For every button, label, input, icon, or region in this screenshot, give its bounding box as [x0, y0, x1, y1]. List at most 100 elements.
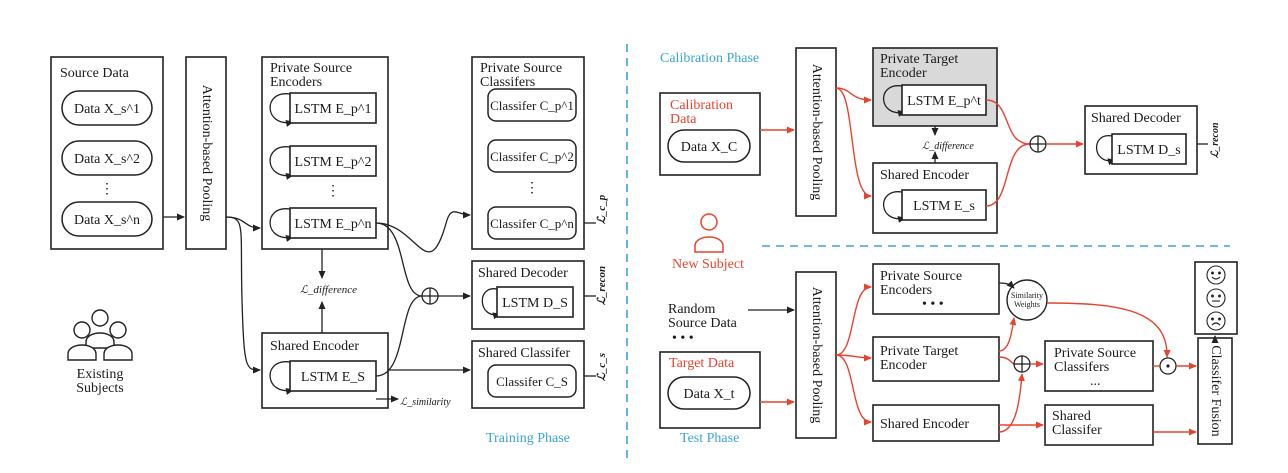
existing-subjects-label-2: Subjects — [76, 381, 123, 396]
random-source-line-2: Source Data — [668, 316, 738, 331]
lstm-es-label-top: LSTM E_s — [913, 199, 975, 214]
loss-cs-left: ℒ_c_s — [596, 353, 608, 381]
classifier-fusion-label: Classifer Fusion — [1208, 345, 1223, 436]
lstm-epn-cell: LSTM E_p^n — [269, 207, 377, 242]
private-classifiers-dots: ⋮ — [525, 181, 539, 196]
calibration-pooling-label: Attention-based Pooling — [809, 64, 824, 201]
loss-difference-top: ℒ_difference — [922, 141, 974, 152]
lstm-epn-label: LSTM E_p^n — [295, 217, 372, 232]
left-pooling-label: Attention-based Pooling — [199, 85, 214, 222]
calibration-pooling-box: Attention-based Pooling — [795, 47, 837, 217]
shared-clf-line-1: Shared — [1052, 409, 1091, 424]
lstm-ept-label: LSTM E_p^t — [907, 94, 981, 109]
shared-clf-line-2: Classifer — [1052, 423, 1102, 438]
source-data-item-n: Data X_s^n — [74, 213, 140, 228]
emotion-faces-box — [1194, 261, 1238, 335]
lstm-ds-label-left: LSTM D_S — [502, 296, 568, 311]
loss-similarity-left: ℒ_similarity — [400, 397, 451, 408]
target-data-box: Target Data Data X_t — [659, 351, 761, 429]
classifier-cs-label: Classifer C_S — [496, 374, 568, 389]
shared-encoder-box-top: Shared Encoder LSTM E_s — [872, 162, 998, 234]
lstm-ep2-label: LSTM E_p^2 — [295, 155, 372, 170]
lstm-ds-label-top: LSTM D_s — [1117, 143, 1180, 158]
calibration-phase-label: Calibration Phase — [660, 51, 759, 66]
loss-recon-top: ℒ_recon — [1210, 122, 1221, 158]
new-subject-label: New Subject — [672, 257, 744, 272]
shared-encoder-title-left: Shared Encoder — [270, 339, 359, 354]
classifier-cpn-label: Classifer C_p^n — [490, 216, 574, 231]
pt-enc-line-1: Private Target — [880, 344, 958, 359]
shared-encoder-title-top: Shared Encoder — [880, 168, 969, 183]
loss-cp-left: ℒ_c_p — [596, 194, 608, 224]
test-phase-label: Test Phase — [680, 431, 739, 446]
loss-difference-left: ℒ_difference — [300, 284, 357, 296]
lstm-ep1-label: LSTM E_p^1 — [295, 102, 372, 117]
ps-clf-line-2: Classifers — [1054, 360, 1109, 375]
private-target-title-2: Encoder — [880, 66, 927, 81]
classifier-cp2-label: Classifer C_p^2 — [490, 149, 574, 164]
private-classifiers-title-2: Classifers — [480, 75, 535, 90]
similarity-line-2: Weights — [1014, 300, 1040, 309]
shared-decoder-box-top: Shared Decoder LSTM D_s — [1084, 105, 1198, 175]
shared-encoder-box-left: Shared Encoder LSTM E_S — [261, 332, 389, 409]
source-data-item-1: Data X_s^1 — [74, 102, 140, 117]
new-subject-icon — [694, 213, 724, 253]
source-data-box: Source Data Data X_s^1 Data X_s^2 ⋮ Data… — [50, 56, 164, 250]
private-target-encoder-box-test: Private Target Encoder — [872, 336, 1000, 382]
ps-clf-line-1: Private Source — [1054, 346, 1136, 361]
private-classifiers-title-1: Private Source — [480, 61, 562, 76]
target-data-item: Data X_t — [684, 387, 735, 402]
private-source-classifiers-box-test: Private Source Classifers ... — [1044, 340, 1154, 392]
similarity-weights-node: Similarity Weights — [1006, 279, 1048, 321]
private-encoders-title-2: Encoders — [270, 75, 322, 90]
private-target-encoder-box-top: Private Target Encoder LSTM E_p^t — [872, 47, 998, 127]
calibration-data-title-2: Data — [670, 112, 697, 127]
loss-recon-left: ℒ_recon — [596, 266, 608, 305]
shared-encoder-test-label: Shared Encoder — [880, 417, 969, 432]
shared-decoder-title-top: Shared Decoder — [1091, 111, 1181, 126]
ps-enc-line-1: Private Source — [880, 269, 962, 284]
lstm-ep1-cell: LSTM E_p^1 — [269, 92, 377, 127]
training-phase-label: Training Phase — [486, 431, 570, 446]
shared-classifier-title-left: Shared Classifer — [478, 346, 570, 361]
shared-encoder-box-test: Shared Encoder — [872, 404, 1000, 442]
private-target-title-1: Private Target — [880, 52, 958, 67]
lstm-ep2-cell: LSTM E_p^2 — [269, 145, 377, 180]
shared-decoder-title-left: Shared Decoder — [478, 266, 568, 281]
source-data-item-2: Data X_s^2 — [74, 152, 140, 167]
private-encoders-dots: ⋮ — [326, 184, 340, 199]
private-source-encoders-box-test: Private Source Encoders • • • — [872, 263, 1000, 315]
random-source-data: Random Source Data • • • — [668, 302, 738, 346]
calibration-data-title-1: Calibration — [670, 98, 733, 113]
shared-decoder-box-left: Shared Decoder LSTM D_S — [471, 260, 585, 330]
ps-enc-line-2: Encoders — [880, 283, 932, 298]
ps-enc-dots: • • • — [922, 297, 944, 312]
classifier-cp1-label: Classifer C_p^1 — [490, 98, 574, 113]
shared-classifier-box-test: Shared Classifer — [1044, 404, 1154, 446]
neutral-face-icon — [1206, 288, 1226, 308]
source-data-title: Source Data — [60, 66, 130, 81]
sad-face-icon — [1206, 311, 1226, 331]
target-data-title: Target Data — [669, 356, 735, 371]
existing-subjects-icon — [67, 309, 133, 361]
left-pooling-box: Attention-based Pooling — [185, 56, 227, 250]
random-source-dots: • • • — [672, 331, 694, 346]
classifier-fusion-box: Classifer Fusion — [1197, 337, 1233, 445]
source-data-dots: ⋮ — [100, 182, 114, 197]
private-source-encoders-box: Private Source Encoders LSTM E_p^1 LSTM … — [261, 56, 389, 250]
pt-enc-line-2: Encoder — [880, 358, 927, 373]
test-pooling-box: Attention-based Pooling — [795, 271, 837, 439]
private-encoders-title-1: Private Source — [270, 61, 352, 76]
shared-classifier-box-left: Shared Classifer Classifer C_S — [471, 340, 585, 409]
ps-clf-dots: ... — [1090, 374, 1101, 389]
lstm-es-label-left: LSTM E_S — [301, 370, 365, 385]
calibration-data-box: Calibration Data Data X_C — [659, 92, 761, 176]
happy-face-icon — [1206, 265, 1226, 285]
similarity-line-1: Similarity — [1011, 291, 1043, 300]
calibration-data-item: Data X_C — [681, 140, 737, 155]
test-pooling-label: Attention-based Pooling — [809, 287, 824, 424]
private-source-classifiers-box: Private Source Classifers Classifer C_p^… — [471, 56, 585, 250]
random-source-line-1: Random — [668, 302, 716, 317]
existing-subjects-label-1: Existing — [77, 367, 124, 382]
